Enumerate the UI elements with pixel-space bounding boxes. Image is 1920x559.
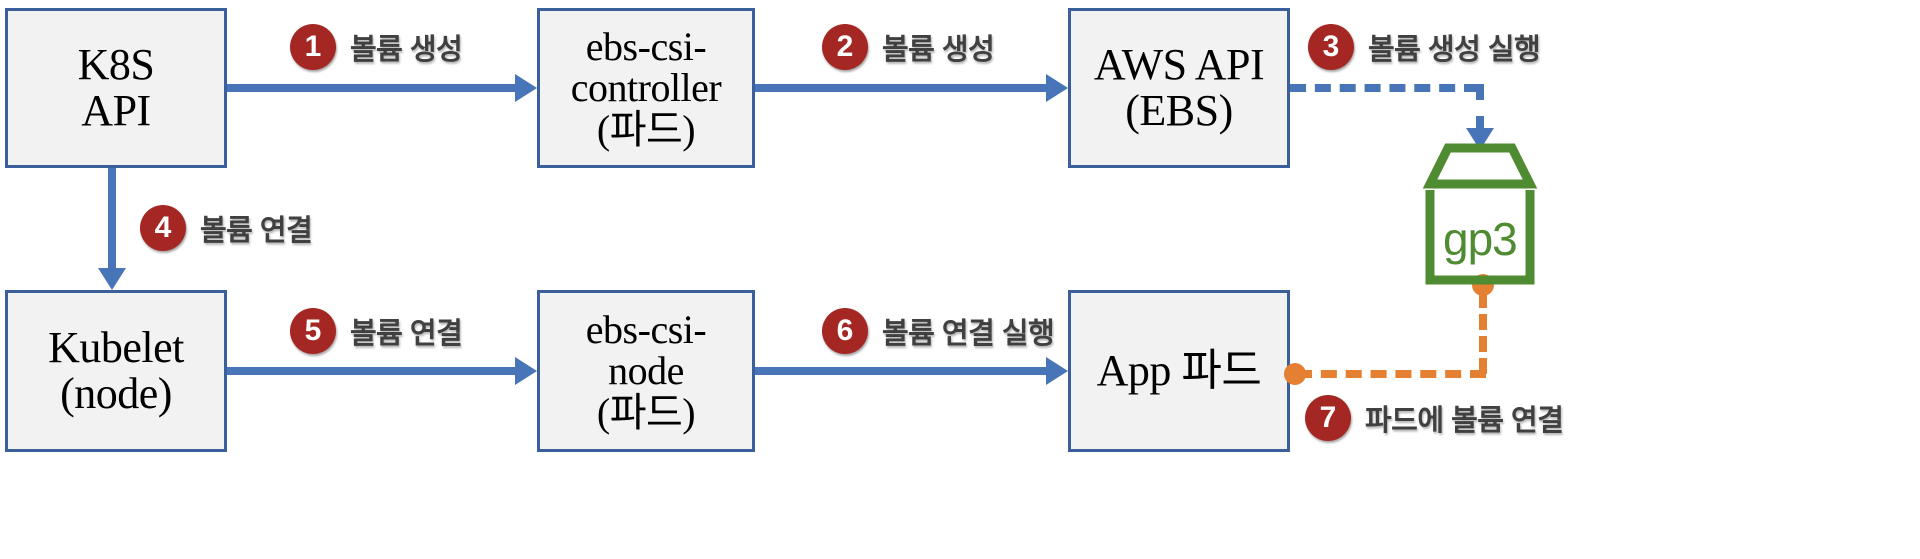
step-label: 볼륨 생성 xyxy=(882,34,995,66)
step-badge: 7 xyxy=(1305,395,1351,441)
arrowhead-to-awsapi xyxy=(1046,74,1068,102)
node-ebs-csi-node[interactable]: ebs-csi- node (파드) xyxy=(537,290,755,452)
connector-gp3-to-apppod-vertical xyxy=(1479,292,1487,374)
step-2[interactable]: 2 볼륨 생성 xyxy=(822,24,995,70)
gp3-label: gp3 xyxy=(1443,213,1518,265)
node-label: ebs-csi- node (파드) xyxy=(585,306,707,435)
connector-csinode-to-apppod xyxy=(755,367,1046,375)
step-label: 볼륨 연결 xyxy=(200,215,313,247)
arrowhead-to-kubelet xyxy=(98,268,126,290)
arrowhead-to-csinode xyxy=(515,357,537,385)
connector-awsapi-to-gp3-horizontal xyxy=(1290,84,1480,92)
step-3[interactable]: 3 볼륨 생성 실행 xyxy=(1308,24,1541,70)
node-k8s-api[interactable]: K8S API xyxy=(5,8,227,168)
arrowhead-to-apppod xyxy=(1046,357,1068,385)
step-1[interactable]: 1 볼륨 생성 xyxy=(290,24,463,70)
connector-gp3-to-apppod-horizontal xyxy=(1296,370,1486,378)
step-label: 볼륨 생성 실행 xyxy=(1368,34,1541,66)
connector-awsapi-to-gp3-vertical xyxy=(1476,84,1484,132)
step-badge: 3 xyxy=(1308,24,1354,70)
connector-kubelet-to-csinode xyxy=(227,367,517,375)
step-badge: 1 xyxy=(290,24,336,70)
connector-dot-apppod xyxy=(1284,363,1306,385)
node-aws-api[interactable]: AWS API (EBS) xyxy=(1068,8,1290,168)
node-app-pod[interactable]: App 파드 xyxy=(1068,290,1290,452)
node-kubelet[interactable]: Kubelet (node) xyxy=(5,290,227,452)
node-label: AWS API (EBS) xyxy=(1093,40,1265,135)
node-label: Kubelet (node) xyxy=(48,323,184,418)
step-badge: 2 xyxy=(822,24,868,70)
node-label: K8S API xyxy=(77,40,155,135)
node-label: App 파드 xyxy=(1096,346,1262,396)
connector-controller-to-awsapi xyxy=(755,84,1046,92)
step-badge: 6 xyxy=(822,308,868,354)
step-4[interactable]: 4 볼륨 연결 xyxy=(140,205,313,251)
node-label: ebs-csi- controller (파드) xyxy=(570,23,722,152)
step-7[interactable]: 7 파드에 볼륨 연결 xyxy=(1305,395,1564,441)
step-6[interactable]: 6 볼륨 연결 실행 xyxy=(822,308,1055,354)
step-5[interactable]: 5 볼륨 연결 xyxy=(290,308,463,354)
connector-k8s-to-kubelet xyxy=(108,168,116,272)
step-badge: 4 xyxy=(140,205,186,251)
step-badge: 5 xyxy=(290,308,336,354)
connector-k8s-to-controller xyxy=(227,84,517,92)
node-ebs-csi-controller[interactable]: ebs-csi- controller (파드) xyxy=(537,8,755,168)
step-label: 볼륨 연결 실행 xyxy=(882,318,1055,350)
step-label: 볼륨 생성 xyxy=(350,34,463,66)
arrowhead-to-controller xyxy=(515,74,537,102)
step-label: 파드에 볼륨 연결 xyxy=(1365,405,1564,437)
step-label: 볼륨 연결 xyxy=(350,318,463,350)
ebs-volume-icon[interactable] xyxy=(1418,140,1542,288)
